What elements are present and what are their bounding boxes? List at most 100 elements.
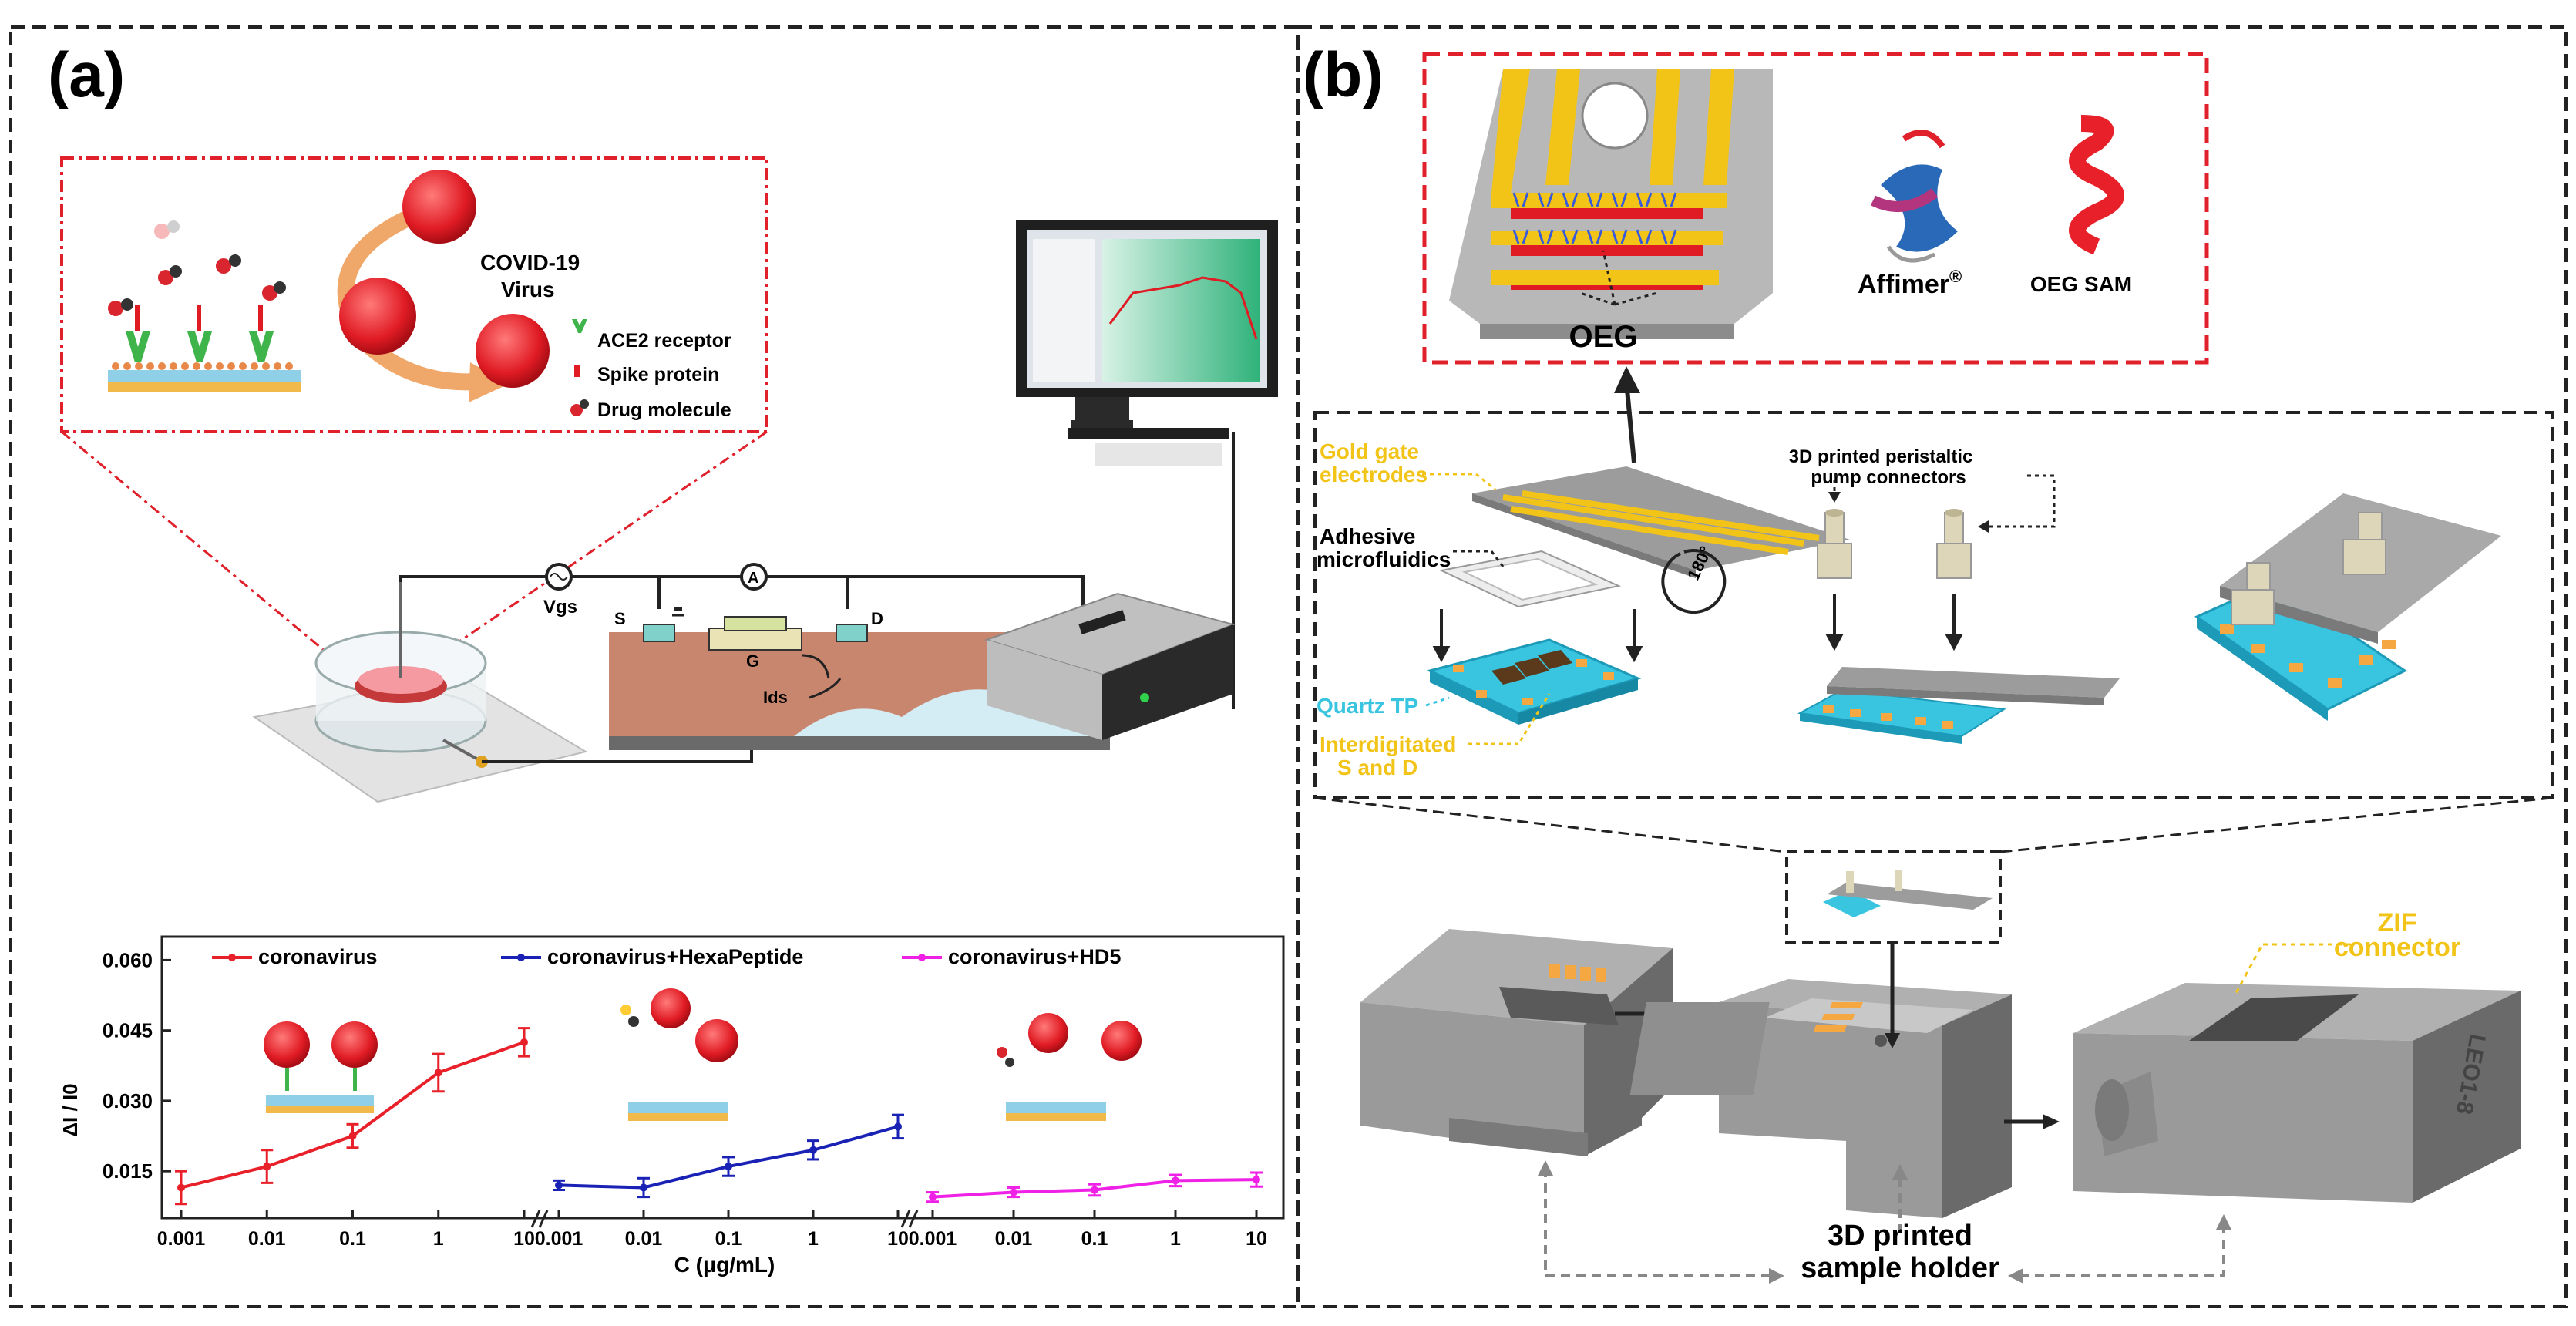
x-tick-label: 0.01 — [248, 1228, 286, 1250]
legend-drug: Drug molecule — [597, 399, 731, 421]
oeg-chip-illustration — [1449, 69, 1773, 339]
gold-gate-label-2: electrodes — [1320, 463, 1428, 486]
legend-ace2: ACE2 receptor — [597, 330, 731, 352]
inset-box — [60, 156, 768, 433]
panel-b-letter: (b) — [1303, 40, 1384, 110]
x-tick-label: 10 — [1246, 1228, 1267, 1250]
x-tick-label: 0.1 — [715, 1228, 742, 1250]
gold-gate-plate — [1472, 466, 1850, 578]
ammeter-icon — [740, 563, 768, 591]
x-tick-label: 0.1 — [1081, 1228, 1108, 1250]
chart-ylabel: ΔI / I0 — [59, 1083, 82, 1136]
quartz-label: Quartz TP — [1317, 694, 1418, 718]
x-tick-label: 0.1 — [339, 1228, 366, 1250]
top-red-box — [1422, 52, 2209, 365]
adhesive-leader — [1453, 550, 1505, 567]
holder-label-2: sample holder — [1801, 1252, 1999, 1284]
small-chip — [1823, 870, 1993, 917]
vgs-meter-symbol — [550, 573, 568, 581]
zif-label-1: ZIF — [2378, 908, 2417, 937]
data-point — [434, 1069, 442, 1077]
inset-viruses — [339, 170, 550, 388]
pump-leader-arrow-1 — [1828, 492, 1841, 503]
data-point — [520, 1038, 528, 1046]
panel-b-frame — [1296, 25, 2568, 1308]
x-tick-label: 1 — [808, 1228, 819, 1250]
y-tick-label: 0.015 — [103, 1159, 153, 1183]
x-tick-label: 0.01 — [995, 1228, 1033, 1250]
data-point — [348, 1132, 357, 1140]
pump-label-1: 3D printed peristaltic — [1789, 446, 1973, 467]
legend-marker — [228, 954, 236, 961]
measurement-unit — [984, 592, 1236, 740]
vgs-label: Vgs — [543, 597, 577, 618]
adhesive-layer — [1438, 550, 1622, 608]
affimer-label: Affimer® — [1858, 267, 1962, 299]
oeg-sam-helix — [2069, 115, 2124, 255]
holder-right — [1814, 983, 2521, 1203]
pump-leader-arrow-2 — [1978, 520, 1989, 533]
gate-label: G — [746, 651, 759, 671]
ammeter-label: A — [748, 570, 758, 587]
data-point — [640, 1183, 647, 1192]
pump-connector-2 — [1936, 509, 1972, 579]
arrowhead-a — [1538, 1160, 1553, 1176]
arrowhead-b — [1769, 1268, 1784, 1284]
affimer-registered-mark: ® — [1949, 267, 1962, 286]
virus-label-line1: COVID-19 — [480, 251, 580, 274]
inset-membrane — [108, 220, 301, 392]
holder-middle — [1629, 979, 2012, 1218]
x-tick-label: 10 — [513, 1228, 535, 1250]
affimer-protein — [1870, 130, 1958, 263]
device-dish — [252, 582, 588, 803]
x-tick-label: 1 — [1170, 1228, 1181, 1250]
quartz-substrate — [1426, 638, 1642, 725]
oeg-label: OEG — [1569, 320, 1638, 354]
computer-monitor — [1016, 220, 1278, 466]
mid-leader-right — [1999, 796, 2553, 853]
zif-leader — [2234, 943, 2351, 995]
middle-box — [1313, 411, 2554, 799]
y-tick-label: 0.030 — [103, 1089, 153, 1112]
legend-marker — [517, 954, 525, 961]
inset-arrow-head — [469, 362, 509, 402]
zif-label-2: connector — [2334, 933, 2460, 962]
x-tick-label: 1 — [433, 1228, 444, 1250]
pump-leader-2 — [1989, 474, 2056, 528]
ace2-icon — [572, 319, 587, 333]
chart-plot-frame — [160, 935, 1285, 1220]
gold-gate-label-1: Gold gate — [1320, 439, 1419, 463]
interdigitated-label-2: S and D — [1337, 756, 1417, 779]
virus-label-line2: Virus — [501, 278, 555, 301]
ids-label: Ids — [763, 688, 788, 707]
data-point — [1091, 1186, 1098, 1194]
quartz-leader — [1425, 696, 1450, 707]
data-point — [894, 1122, 902, 1131]
inset-leader-right — [427, 430, 768, 665]
drug-icon — [570, 399, 589, 416]
holder-arrow-2-head — [1885, 1033, 1900, 1048]
legend-label: coronavirus+HexaPeptide — [547, 945, 803, 968]
legend-marker — [918, 954, 926, 961]
up-arrow-line — [1624, 381, 1636, 463]
arrowhead-c — [2008, 1268, 2023, 1284]
drain-label: D — [871, 609, 883, 628]
mid-leader-left — [1314, 796, 1787, 853]
axis-break-2 — [900, 1210, 919, 1228]
arrowhead-e — [1892, 1164, 1908, 1180]
x-tick-label: 0.001 — [535, 1228, 583, 1250]
data-point — [1010, 1188, 1017, 1196]
y-tick-label: 0.060 — [103, 948, 153, 971]
rotate-icon — [1661, 549, 1727, 614]
holder-label-1: 3D printed — [1828, 1220, 1972, 1252]
up-arrow-head — [1614, 366, 1640, 393]
arrowhead-d — [2216, 1214, 2231, 1230]
adhesive-label-1: Adhesive — [1320, 524, 1416, 548]
spike-icon — [574, 365, 580, 377]
data-point — [1253, 1176, 1260, 1184]
adhesive-label-2: microfluidics — [1317, 547, 1451, 571]
source-label: S — [614, 609, 626, 628]
assembled-chip-mid — [1797, 667, 2120, 744]
